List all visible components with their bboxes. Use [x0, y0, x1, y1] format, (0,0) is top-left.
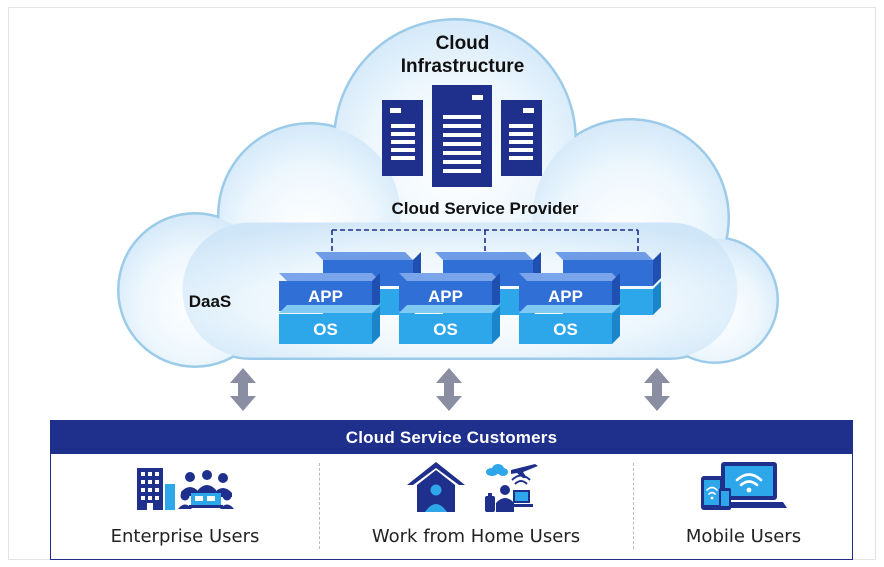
cloud-infrastructure-title: Cloud Infrastructure	[380, 32, 545, 78]
home-worker-icon	[407, 462, 538, 512]
double-arrows	[230, 368, 670, 411]
os-label: OS	[433, 320, 458, 339]
vm-stack-1	[279, 273, 380, 344]
segment-enterprise: Enterprise Users	[51, 454, 319, 559]
divider	[319, 463, 320, 549]
divider	[633, 463, 634, 549]
segment-work-from-home: Work from Home Users	[319, 454, 633, 559]
app-label: APP	[308, 287, 343, 306]
segment-mobile: Mobile Users	[633, 454, 854, 559]
vm-stack-2	[399, 273, 500, 344]
provider-connector	[331, 229, 639, 252]
app-label: APP	[428, 287, 463, 306]
double-arrow-icon-center	[436, 368, 462, 411]
segment-label: Mobile Users	[685, 526, 802, 547]
mobile-devices-icon	[701, 462, 787, 510]
vm-stack-3	[519, 273, 620, 344]
daas-label: DaaS	[188, 292, 232, 311]
segment-label: Work from Home Users	[371, 526, 581, 547]
customers-header: Cloud Service Customers	[51, 421, 852, 454]
cloud-title-line1: Cloud	[435, 33, 490, 54]
provider-label: Cloud Service Provider	[391, 199, 579, 218]
os-label: OS	[553, 320, 578, 339]
customers-panel: Cloud Service Customers	[50, 420, 853, 560]
segment-label: Enterprise Users	[110, 526, 260, 547]
double-arrow-icon-right	[644, 368, 670, 411]
cloud-title-line2: Infrastructure	[400, 56, 525, 77]
server-rack-icon	[382, 85, 542, 187]
enterprise-building-icon	[137, 468, 234, 510]
app-label: APP	[548, 287, 583, 306]
os-label: OS	[313, 320, 338, 339]
plane-icon	[511, 464, 538, 478]
double-arrow-icon-left	[230, 368, 256, 411]
